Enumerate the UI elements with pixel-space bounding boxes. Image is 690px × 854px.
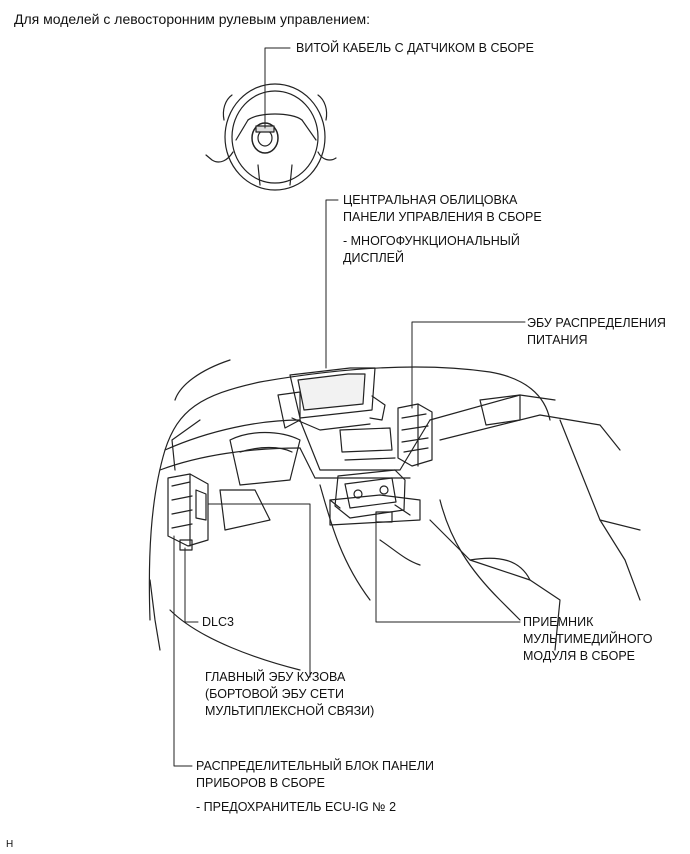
label-spiral-cable: ВИТОЙ КАБЕЛЬ С ДАТЧИКОМ В СБОРЕ [296, 41, 534, 55]
junction-block-drawing [167, 473, 209, 551]
footer-code: H [6, 839, 14, 850]
label-dlc3: DLC3 [202, 615, 234, 629]
label-center-panel-line1: ЦЕНТРАЛЬНАЯ ОБЛИЦОВКА [343, 193, 518, 207]
dashboard-drawing [148, 359, 641, 671]
label-center-panel-line2: ПАНЕЛИ УПРАВЛЕНИЯ В СБОРЕ [343, 210, 542, 224]
label-body-ecu-line3: МУЛЬТИПЛЕКСНОЙ СВЯЗИ) [205, 704, 375, 718]
label-junction-line2: ПРИБОРОВ В СБОРЕ [196, 776, 325, 790]
label-center-panel-line4: ДИСПЛЕЙ [343, 251, 404, 265]
power-ecu-drawing [397, 403, 433, 467]
label-body-ecu-line2: (БОРТОВОЙ ЭБУ СЕТИ [205, 687, 344, 701]
label-center-panel-line3: - МНОГОФУНКЦИОНАЛЬНЫЙ [343, 234, 520, 248]
leader-lines [173, 47, 526, 767]
multi-display-drawing [277, 367, 386, 431]
label-junction-line3: - ПРЕДОХРАНИТЕЛЬ ECU-IG № 2 [196, 800, 397, 814]
label-junction-line1: РАСПРЕДЕЛИТЕЛЬНЫЙ БЛОК ПАНЕЛИ [196, 759, 434, 773]
label-power-ecu-line2: ПИТАНИЯ [527, 333, 588, 347]
label-power-ecu-line1: ЭБУ РАСПРЕДЕЛЕНИЯ [527, 316, 666, 330]
label-receiver-line1: ПРИЕМНИК [523, 615, 594, 629]
label-body-ecu-line1: ГЛАВНЫЙ ЭБУ КУЗОВА [205, 670, 346, 684]
page-header: Для моделей с левосторонним рулевым упра… [14, 11, 371, 27]
label-receiver-line2: МУЛЬТИМЕДИЙНОГО [523, 632, 653, 646]
label-receiver-line3: МОДУЛЯ В СБОРЕ [523, 649, 635, 663]
steering-wheel-drawing [205, 83, 337, 191]
